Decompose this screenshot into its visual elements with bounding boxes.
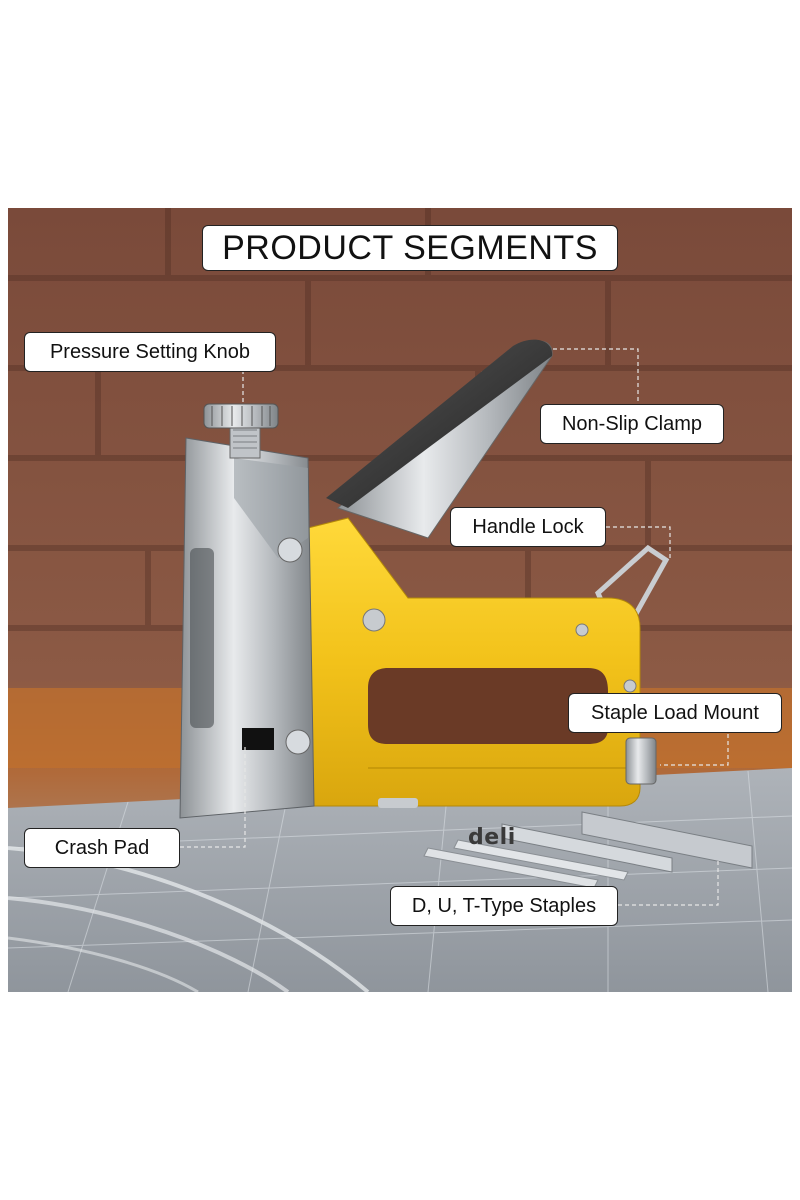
handle-grip (326, 339, 553, 508)
label-non-slip-clamp: Non-Slip Clamp (540, 404, 724, 444)
pressure-setting-knob (203, 403, 279, 429)
crash-pad (242, 728, 274, 750)
label-crash-pad: Crash Pad (24, 828, 180, 868)
stapler-illustration (8, 208, 792, 992)
label-staple-load-mount: Staple Load Mount (568, 693, 782, 733)
label-pressure-setting-knob: Pressure Setting Knob (24, 332, 276, 372)
staple-load-mount (625, 737, 657, 785)
label-handle-lock: Handle Lock (450, 507, 606, 547)
product-photo: deli (8, 208, 792, 992)
label-staples: D, U, T-Type Staples (390, 886, 618, 926)
page-title: PRODUCT SEGMENTS (202, 225, 618, 271)
brand-logo: deli (468, 825, 516, 850)
grip-opening (368, 668, 608, 744)
